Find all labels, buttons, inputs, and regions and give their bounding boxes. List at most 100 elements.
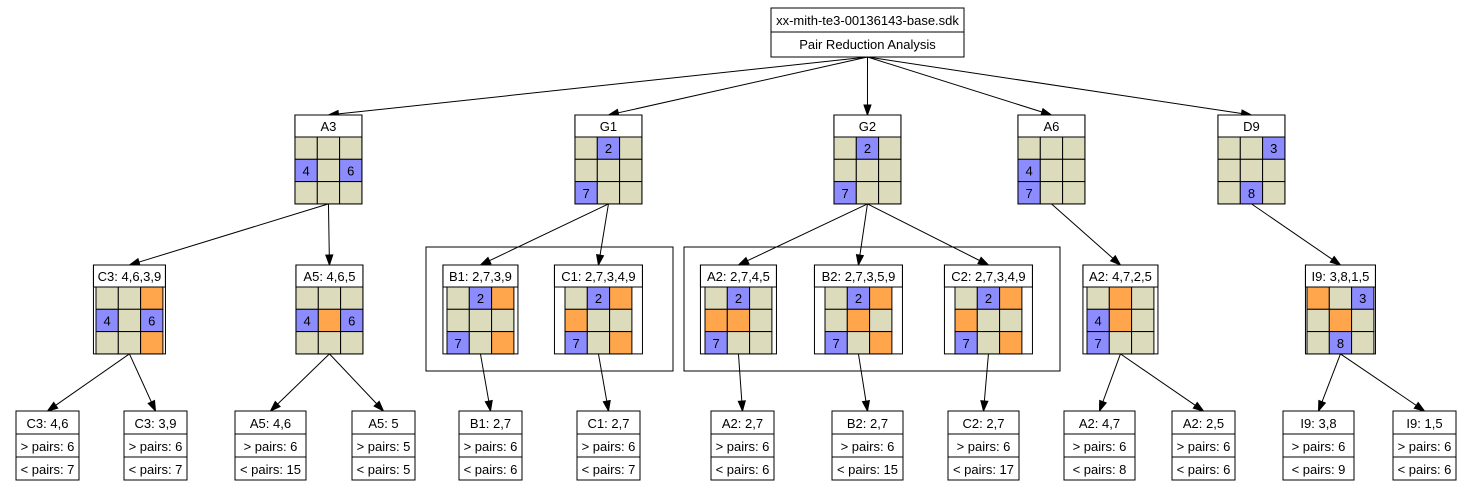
empty-cell bbox=[704, 286, 728, 310]
arrowhead bbox=[373, 400, 385, 413]
arrowhead bbox=[737, 400, 746, 413]
leaf-greater-pairs: > pairs: 6 bbox=[21, 439, 75, 454]
empty-cell bbox=[95, 331, 119, 355]
cell-value: 7 bbox=[583, 186, 590, 201]
empty-cell bbox=[999, 308, 1023, 333]
grid-node-title: B1: 2,7,3,9 bbox=[449, 269, 512, 284]
edge-a6-a2b bbox=[1051, 203, 1114, 259]
leaf-less-pairs: < pairs: 8 bbox=[1073, 462, 1127, 477]
leaf-less-pairs: < pairs: 7 bbox=[129, 462, 183, 477]
empty-cell bbox=[726, 331, 751, 355]
arrowhead bbox=[737, 256, 750, 266]
empty-cell bbox=[1108, 331, 1133, 355]
cell-value: 7 bbox=[713, 336, 720, 351]
leaf-greater-pairs: > pairs: 6 bbox=[1398, 439, 1452, 454]
empty-cell bbox=[878, 136, 902, 160]
leaf-greater-pairs: > pairs: 6 bbox=[1292, 439, 1346, 454]
candidate-cell bbox=[869, 286, 893, 310]
leaf-node: B2: 2,7> pairs: 6< pairs: 15 bbox=[831, 410, 904, 481]
leaf-less-pairs: < pairs: 6 bbox=[1398, 462, 1452, 477]
leaf-node: A2: 4,7> pairs: 6< pairs: 8 bbox=[1063, 410, 1136, 481]
arrowhead bbox=[484, 399, 493, 413]
leaf-greater-pairs: > pairs: 6 bbox=[582, 439, 636, 454]
candidate-cell bbox=[491, 286, 515, 310]
empty-cell bbox=[1039, 158, 1064, 183]
empty-cell bbox=[468, 308, 493, 333]
empty-cell bbox=[117, 286, 142, 310]
candidate-cell bbox=[999, 286, 1023, 310]
grid-node-a2b: A2: 4,7,2,547 bbox=[1082, 264, 1159, 355]
cell-value: 7 bbox=[455, 336, 462, 351]
grid-node-title: I9: 3,8,1,5 bbox=[1312, 269, 1370, 284]
grid-node-title: C1: 2,7,3,4,9 bbox=[561, 269, 635, 284]
leaf-title: I9: 3,8 bbox=[1300, 416, 1336, 431]
candidate-cell bbox=[140, 286, 164, 310]
cell-value: 8 bbox=[1248, 186, 1255, 201]
arrowhead bbox=[128, 257, 141, 266]
edge-c3-l2 bbox=[128, 353, 152, 403]
empty-cell bbox=[619, 181, 643, 205]
leaf-node: C3: 4,6> pairs: 6< pairs: 7 bbox=[15, 410, 80, 481]
arrowhead bbox=[861, 399, 871, 413]
leaf-title: B2: 2,7 bbox=[847, 416, 888, 431]
cell-value: 7 bbox=[842, 186, 849, 201]
leaf-title: B1: 2,7 bbox=[470, 416, 511, 431]
grid-node-b2: B2: 2,7,3,5,927 bbox=[813, 264, 903, 355]
leaf-node: A5: 5> pairs: 5< pairs: 5 bbox=[351, 410, 416, 481]
cell-value: 7 bbox=[573, 336, 580, 351]
leaf-less-pairs: < pairs: 7 bbox=[21, 462, 75, 477]
empty-cell bbox=[1217, 158, 1241, 183]
empty-cell bbox=[1351, 331, 1375, 355]
leaf-less-pairs: < pairs: 5 bbox=[357, 462, 411, 477]
leaf-node: I9: 3,8> pairs: 6< pairs: 9 bbox=[1282, 410, 1355, 481]
empty-cell bbox=[295, 331, 319, 355]
cell-value: 6 bbox=[348, 313, 355, 328]
grid-node-c2: C2: 2,7,3,4,927 bbox=[943, 264, 1033, 355]
empty-cell bbox=[1306, 308, 1330, 333]
empty-cell bbox=[446, 286, 470, 310]
empty-cell bbox=[117, 331, 142, 355]
grid-node-title: D9 bbox=[1243, 119, 1260, 134]
arrowhead bbox=[1317, 399, 1327, 413]
edge-a2b-l11 bbox=[1120, 353, 1196, 406]
edge-g2-a2 bbox=[747, 203, 868, 262]
leaf-greater-pairs: > pairs: 6 bbox=[841, 439, 895, 454]
grid-node-c1: C1: 2,7,3,4,927 bbox=[553, 264, 643, 355]
edge-i9-l13 bbox=[1340, 353, 1417, 406]
candidate-cell bbox=[1328, 308, 1353, 333]
cell-value: 2 bbox=[735, 291, 742, 306]
candidate-cell bbox=[491, 331, 515, 355]
candidate-cell bbox=[954, 308, 978, 333]
empty-cell bbox=[619, 136, 643, 160]
empty-cell bbox=[855, 181, 880, 205]
leaf-node: B1: 2,7> pairs: 6< pairs: 6 bbox=[458, 410, 523, 481]
empty-cell bbox=[491, 308, 515, 333]
candidate-cell bbox=[726, 308, 751, 333]
arrowhead bbox=[855, 253, 865, 267]
cell-value: 2 bbox=[605, 141, 612, 156]
leaf-node: C3: 3,9> pairs: 6< pairs: 7 bbox=[123, 410, 188, 481]
cluster-group bbox=[425, 246, 1061, 372]
cell-value: 4 bbox=[1026, 163, 1033, 178]
cell-value: 8 bbox=[1337, 336, 1344, 351]
grid-node-title: A3 bbox=[320, 119, 336, 134]
candidate-cell bbox=[999, 331, 1023, 355]
candidate-cell bbox=[564, 308, 588, 333]
leaf-node: A5: 4,6> pairs: 6< pairs: 15 bbox=[234, 410, 307, 481]
empty-cell bbox=[1039, 136, 1064, 160]
arrowhead bbox=[980, 400, 989, 413]
empty-cell bbox=[446, 308, 470, 333]
leaf-node: A2: 2,7> pairs: 6< pairs: 6 bbox=[710, 410, 775, 481]
empty-cell bbox=[95, 286, 119, 310]
cell-value: 4 bbox=[1095, 313, 1102, 328]
leaf-greater-pairs: > pairs: 6 bbox=[464, 439, 518, 454]
empty-cell bbox=[749, 331, 773, 355]
leaf-title: A2: 2,5 bbox=[1183, 416, 1224, 431]
arrowhead bbox=[863, 104, 872, 117]
leaf-less-pairs: < pairs: 17 bbox=[953, 462, 1014, 477]
empty-cell bbox=[1131, 308, 1155, 333]
arrowhead bbox=[1040, 107, 1053, 116]
empty-cell bbox=[1062, 181, 1086, 205]
